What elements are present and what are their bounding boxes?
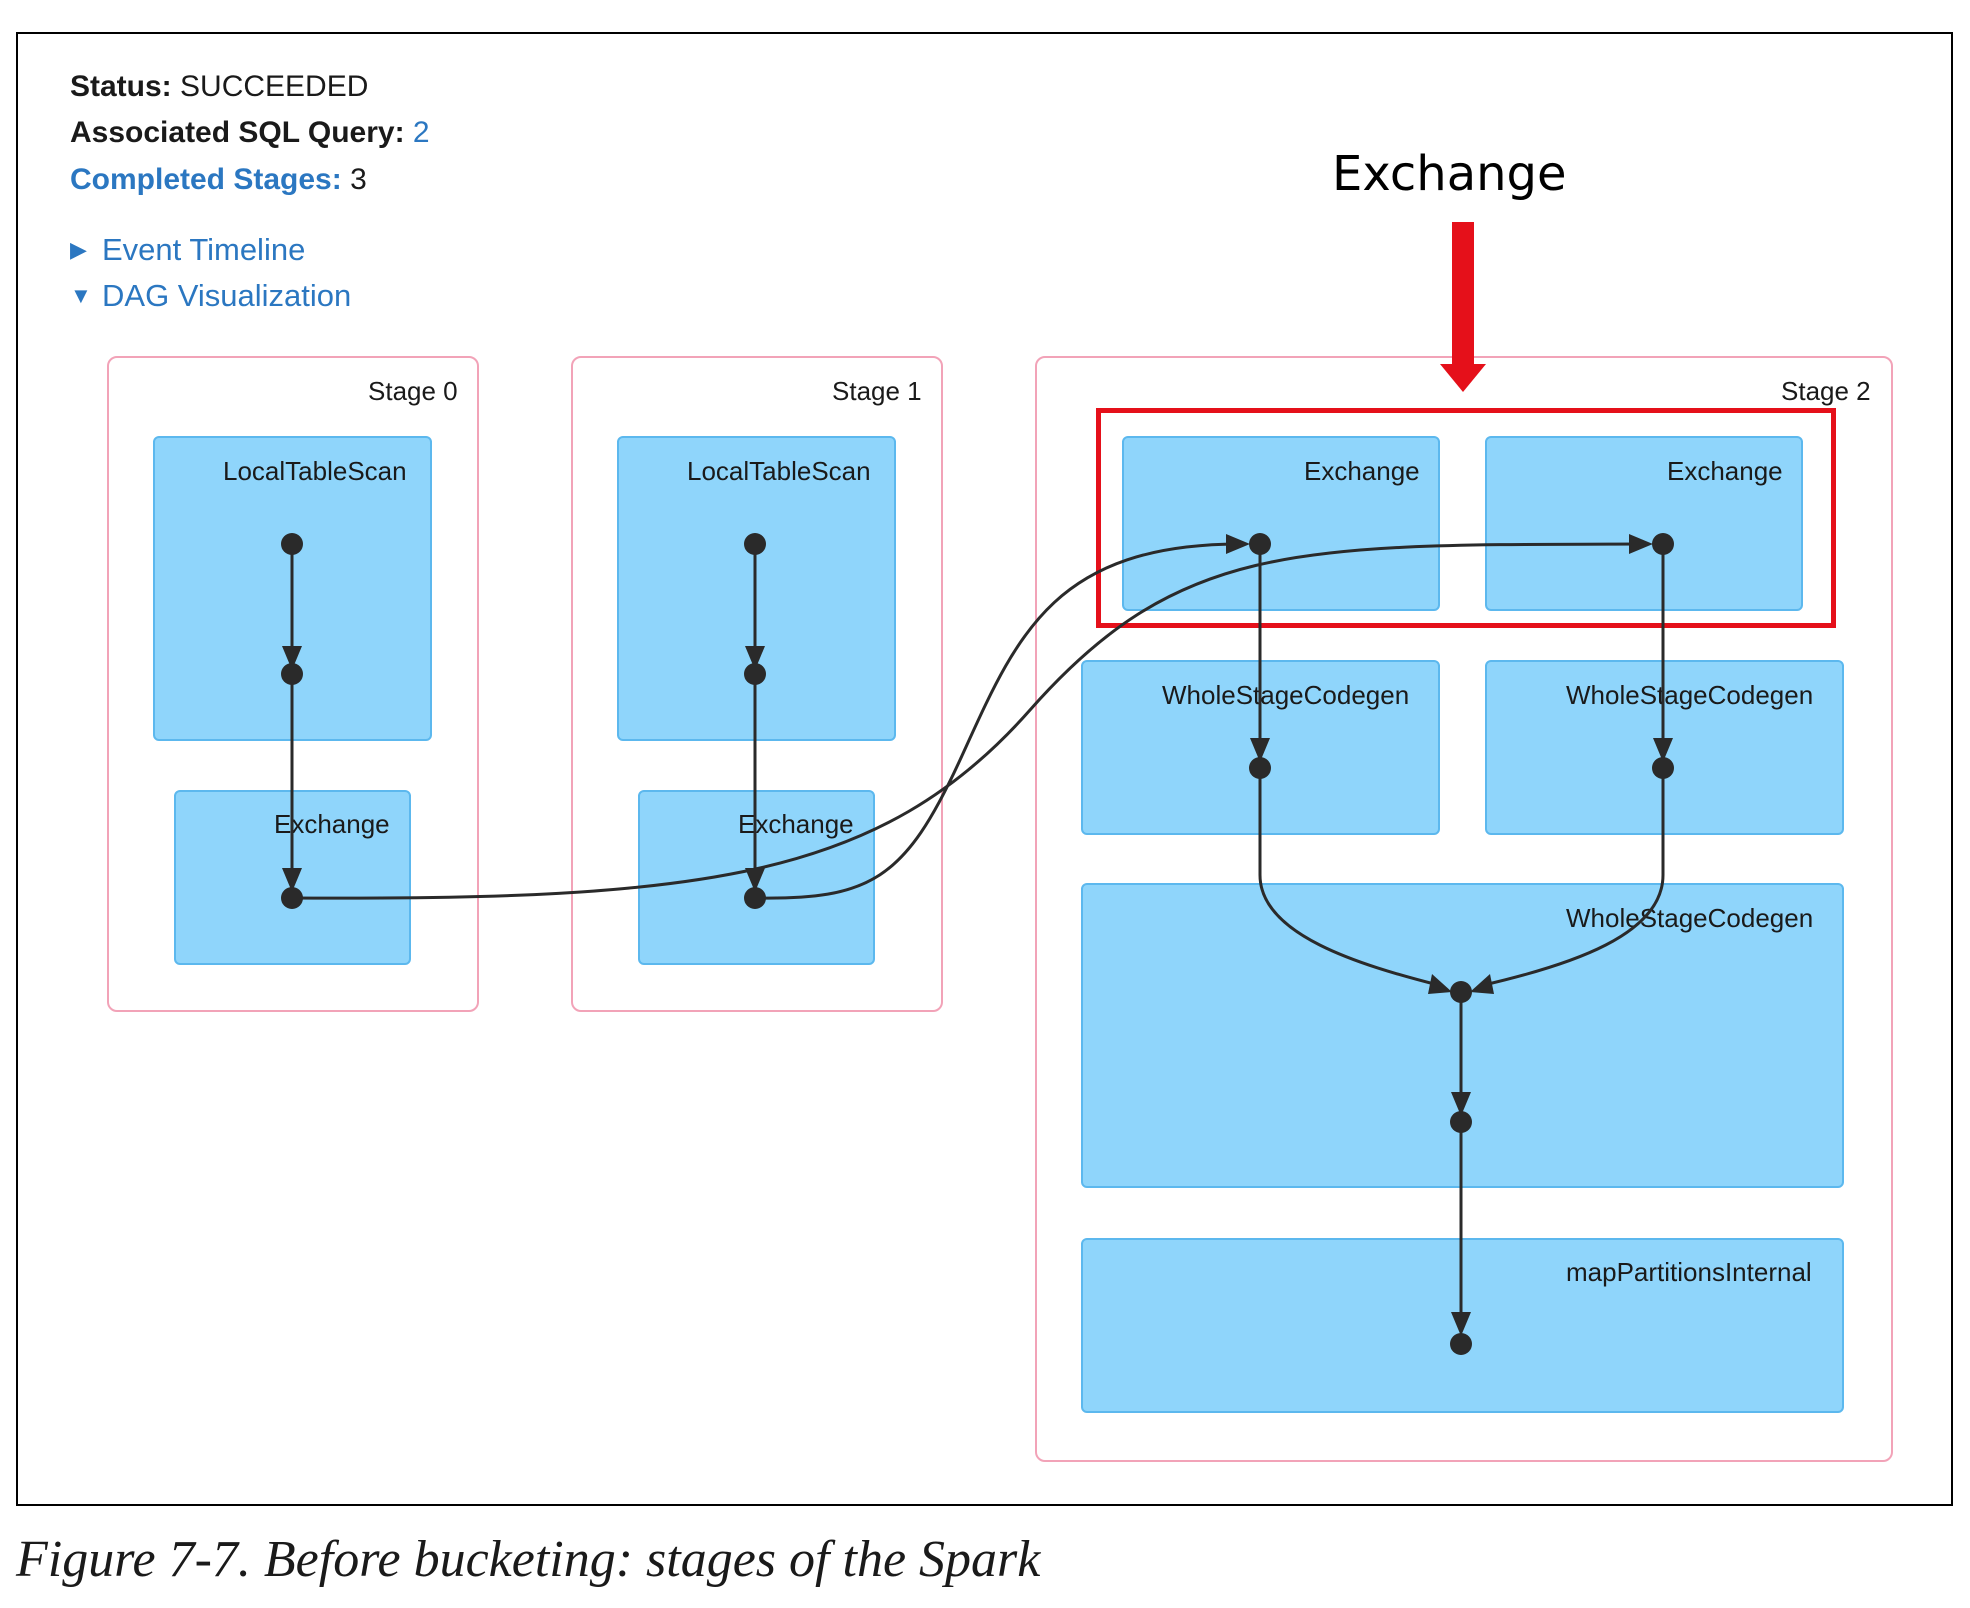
dag-edge-shuffle-stage1	[754, 542, 1239, 900]
arrowhead-icon	[282, 646, 302, 670]
arrowhead-icon	[1653, 738, 1673, 762]
caret-right-icon: ▶	[70, 237, 87, 262]
stage-2-exchange-label-1: Exchange	[1304, 456, 1420, 486]
stage-1-localtablescan-label: LocalTableScan	[687, 456, 871, 486]
arrowhead-icon	[745, 646, 765, 670]
arrowhead-icon	[1250, 738, 1270, 762]
caret-down-icon: ▼	[70, 283, 92, 308]
exchange-highlight-box	[1096, 408, 1836, 628]
status-label: Status:	[70, 70, 172, 103]
stage-2-wholestagecodegen-label-3: WholeStageCodegen	[1566, 903, 1814, 933]
arrowhead-icon	[1451, 1312, 1471, 1336]
arrowhead-icon	[1451, 1092, 1471, 1116]
callout-arrow-shaft	[1452, 222, 1474, 368]
stage-2-exchange-label-2: Exchange	[1667, 456, 1783, 486]
arrowhead-icon	[745, 868, 765, 892]
dag-edge	[1258, 768, 1439, 987]
stage-2-wholestagecodegen-label-2: WholeStageCodegen	[1566, 680, 1814, 710]
event-timeline-label: Event Timeline	[102, 232, 306, 267]
status-value: SUCCEEDED	[180, 70, 369, 103]
arrowhead-icon	[1226, 534, 1250, 554]
stage-2-exchange-op-2[interactable]	[1485, 436, 1803, 611]
dag-node[interactable]	[281, 663, 303, 685]
stage-0-cluster[interactable]	[107, 356, 479, 1012]
dag-node[interactable]	[1652, 757, 1674, 779]
completed-stages-value: 3	[350, 163, 367, 196]
dag-node[interactable]	[1450, 1333, 1472, 1355]
sql-query-line: Associated SQL Query: 2	[70, 116, 430, 150]
dag-node[interactable]	[1249, 533, 1271, 555]
dag-node[interactable]	[281, 887, 303, 909]
exchange-callout-label: Exchange	[1332, 146, 1567, 202]
dag-node[interactable]	[744, 663, 766, 685]
event-timeline-toggle[interactable]: ▶ Event Timeline	[70, 232, 305, 268]
dag-node[interactable]	[281, 533, 303, 555]
dag-node[interactable]	[1249, 757, 1271, 779]
dag-visualization-toggle[interactable]: ▼ DAG Visualization	[70, 278, 351, 314]
dag-edge-shuffle-stage0	[291, 542, 1641, 900]
dag-edge	[1483, 768, 1665, 987]
status-line: Status: SUCCEEDED	[70, 70, 368, 104]
stage-2-label: Stage 2	[1781, 376, 1871, 406]
stage-0-localtablescan-label: LocalTableScan	[223, 456, 407, 486]
dag-visualization-label: DAG Visualization	[102, 278, 352, 313]
dag-node[interactable]	[1450, 981, 1472, 1003]
stage-0-label: Stage 0	[368, 376, 458, 406]
dag-node[interactable]	[1652, 533, 1674, 555]
stage-2-exchange-op-1[interactable]	[1122, 436, 1440, 611]
stage-1-exchange-label: Exchange	[738, 809, 854, 839]
dag-node[interactable]	[1450, 1111, 1472, 1133]
dag-node[interactable]	[744, 533, 766, 555]
arrowhead-icon	[1470, 974, 1494, 994]
completed-stages-link[interactable]: Completed Stages:	[70, 163, 342, 196]
arrowhead-icon	[282, 868, 302, 892]
arrowhead-icon	[1629, 534, 1653, 554]
stage-2-mappartitionsinternal-label: mapPartitionsInternal	[1566, 1257, 1812, 1287]
completed-stages-line: Completed Stages: 3	[70, 163, 367, 197]
stage-1-label: Stage 1	[832, 376, 922, 406]
sql-query-label: Associated SQL Query:	[70, 116, 405, 149]
sql-query-link[interactable]: 2	[412, 116, 430, 149]
stage-1-cluster[interactable]	[571, 356, 943, 1012]
figure-caption: Figure 7-7. Before bucketing: stages of …	[16, 1531, 1041, 1588]
red-down-arrow-icon	[1440, 364, 1486, 392]
arrowhead-icon	[1428, 974, 1452, 994]
stage-2-wholestagecodegen-label-1: WholeStageCodegen	[1162, 680, 1410, 710]
dag-node[interactable]	[744, 887, 766, 909]
